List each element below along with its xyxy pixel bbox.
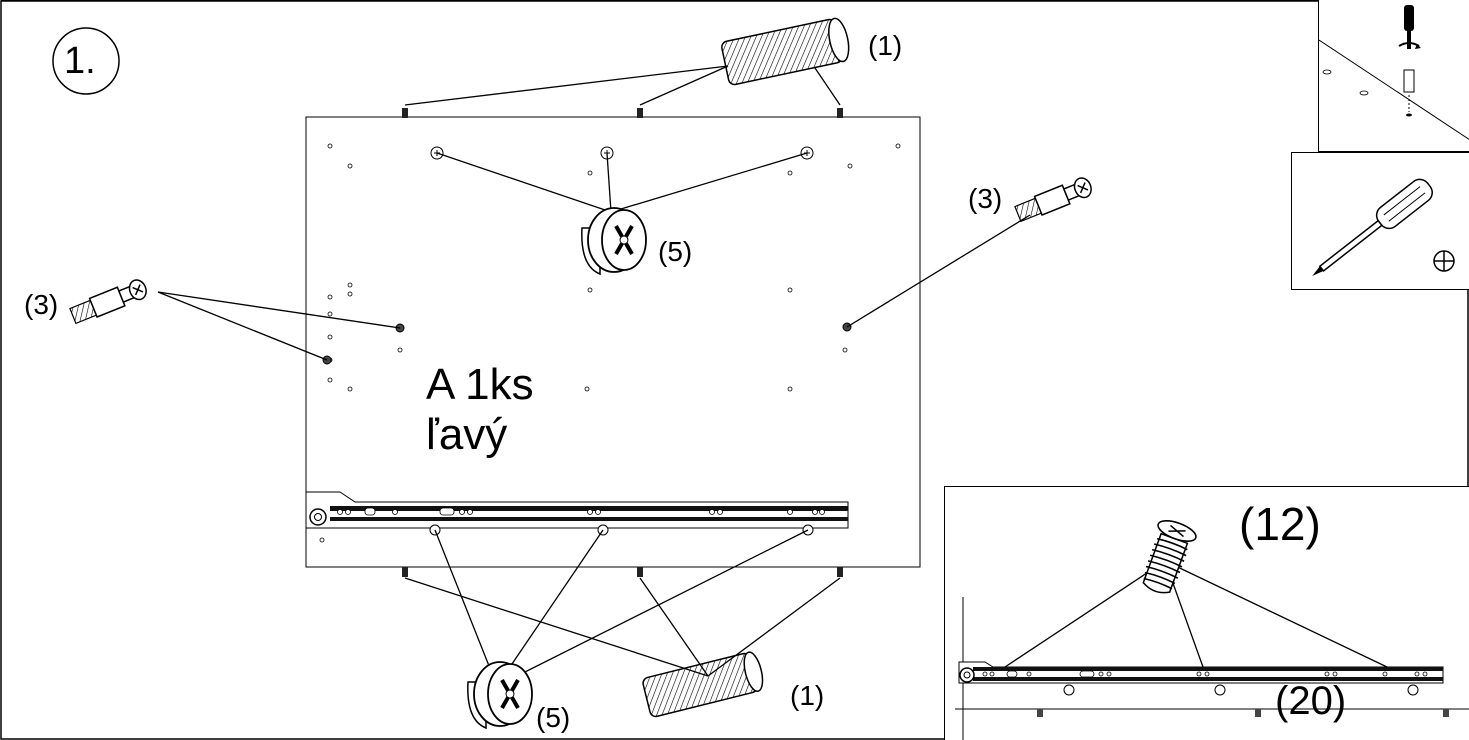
cam-lock-icon	[467, 661, 533, 730]
drawer-rail-icon	[305, 491, 849, 536]
screw-icon	[1142, 520, 1197, 594]
tool-required-inset	[1291, 152, 1469, 290]
step-number: 1.	[64, 40, 96, 82]
step-circle	[52, 27, 120, 95]
phillips-head-icon	[1433, 250, 1455, 272]
connector-bolt-icon	[69, 279, 147, 325]
dowel-pins-top	[402, 108, 843, 118]
callout-cam-top: (5)	[658, 236, 693, 267]
cam-lock-icon	[581, 207, 647, 276]
dowel-icon	[721, 17, 850, 86]
connector-bolt-icon	[1014, 177, 1092, 223]
dowel-pins-bottom	[402, 567, 843, 577]
dowel-icon	[642, 651, 764, 718]
detail-rail-label: (20)	[1275, 679, 1347, 723]
callout-bolt-right: (3)	[968, 183, 1003, 214]
callout-dowel-bottom: (1)	[790, 680, 825, 711]
panel-a	[305, 116, 921, 568]
detail-inset: (12) (20)	[944, 486, 1469, 740]
tool-instruction-inset	[1318, 0, 1469, 152]
screwdriver-icon	[1398, 5, 1421, 117]
screwdriver-icon	[1312, 178, 1433, 276]
detail-screw-label: (12)	[1239, 498, 1321, 550]
callout-dowel-top: (1)	[868, 30, 903, 61]
leader-lines	[157, 65, 1031, 687]
callout-cam-bottom: (5)	[536, 702, 571, 733]
drawer-rail-icon	[958, 661, 1449, 717]
panel-name-line2: ľavý	[426, 410, 508, 459]
callout-bolt-left: (3)	[24, 289, 59, 320]
panel-name-line1: A 1ks	[426, 360, 534, 409]
